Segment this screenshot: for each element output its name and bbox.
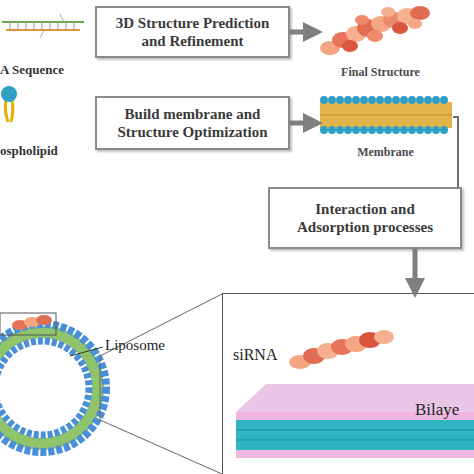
process-box: Interaction and Adsorption processes bbox=[268, 187, 462, 249]
liposome-sketch bbox=[0, 313, 106, 452]
process-box: Build membrane and Structure Optimizatio… bbox=[95, 96, 290, 150]
node-text: siRNA bbox=[233, 346, 277, 364]
liposome-label: Liposome bbox=[105, 337, 165, 354]
node-text: Interaction and Adsorption processes bbox=[278, 200, 452, 236]
flow-arrow bbox=[413, 249, 418, 293]
node-text: Build membrane and Structure Optimizatio… bbox=[105, 105, 280, 141]
phospholipid-label: ospholipid bbox=[0, 143, 58, 159]
node-text: Membrane bbox=[318, 145, 453, 160]
structure-node: Final Structure bbox=[318, 0, 443, 80]
flow-arrow bbox=[453, 117, 458, 187]
sequence-label: A Sequence bbox=[0, 62, 64, 78]
node-text: Bilaye bbox=[415, 400, 459, 420]
phospholipid-icon bbox=[1, 86, 17, 122]
bilayer-panel: siRNA Bilaye bbox=[222, 293, 474, 474]
membrane-sketch bbox=[320, 96, 452, 134]
process-box: 3D Structure Prediction and Refinement bbox=[95, 6, 290, 58]
node-text: Final Structure bbox=[318, 65, 443, 80]
membrane-node: Membrane bbox=[318, 90, 453, 160]
zoom-lines bbox=[100, 294, 222, 474]
node-text: 3D Structure Prediction and Refinement bbox=[105, 14, 280, 50]
flow-arrow bbox=[290, 121, 318, 126]
sirna-structure bbox=[320, 6, 430, 55]
sequence-sketch bbox=[2, 14, 84, 38]
flow-arrow bbox=[290, 30, 318, 35]
